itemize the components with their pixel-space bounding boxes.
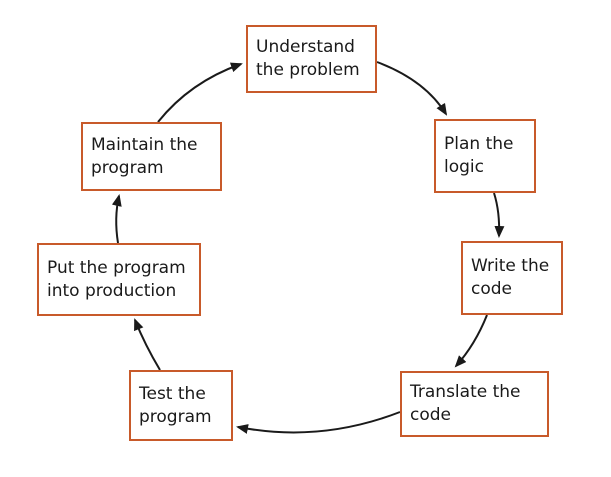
step-label-line1: Plan the bbox=[444, 134, 514, 154]
arrow-translate-to-test bbox=[236, 411, 401, 434]
step-label-line1: Write the bbox=[471, 256, 550, 276]
step-label-line2: the problem bbox=[256, 60, 360, 80]
step-label-line1: Test the bbox=[139, 383, 206, 404]
arrow-write-to-translate bbox=[454, 314, 488, 368]
step-label-line2: program bbox=[91, 157, 164, 178]
step-maintain-the-program: Maintain the program bbox=[81, 122, 222, 191]
step-translate-the-code: Translate the code bbox=[400, 371, 549, 437]
step-label-line1: Maintain the bbox=[91, 134, 198, 155]
step-label-line1: Translate the bbox=[410, 382, 521, 402]
step-label-line2: code bbox=[410, 405, 451, 425]
step-label-line2: code bbox=[471, 279, 512, 299]
step-label-line2: logic bbox=[444, 157, 484, 177]
step-label-line1: Put the program bbox=[47, 257, 186, 278]
step-test-the-program: Test the program bbox=[129, 370, 233, 441]
step-label-line2: into production bbox=[47, 280, 177, 301]
step-understand-the-problem: Understand the problem bbox=[246, 25, 377, 93]
step-write-the-code: Write the code bbox=[461, 241, 563, 315]
step-put-the-program-into-production: Put the program into production bbox=[37, 243, 201, 316]
arrow-test-to-putintoproduction bbox=[134, 318, 161, 371]
arrow-plan-to-write bbox=[493, 192, 505, 238]
step-label-line2: program bbox=[139, 406, 212, 427]
arrow-putintoproduction-to-maintain bbox=[111, 194, 122, 244]
step-plan-the-logic: Plan the logic bbox=[434, 119, 536, 193]
step-label-line1: Understand bbox=[256, 37, 355, 57]
arrow-understand-to-plan bbox=[376, 61, 448, 116]
arrow-maintain-to-understand bbox=[157, 62, 243, 123]
